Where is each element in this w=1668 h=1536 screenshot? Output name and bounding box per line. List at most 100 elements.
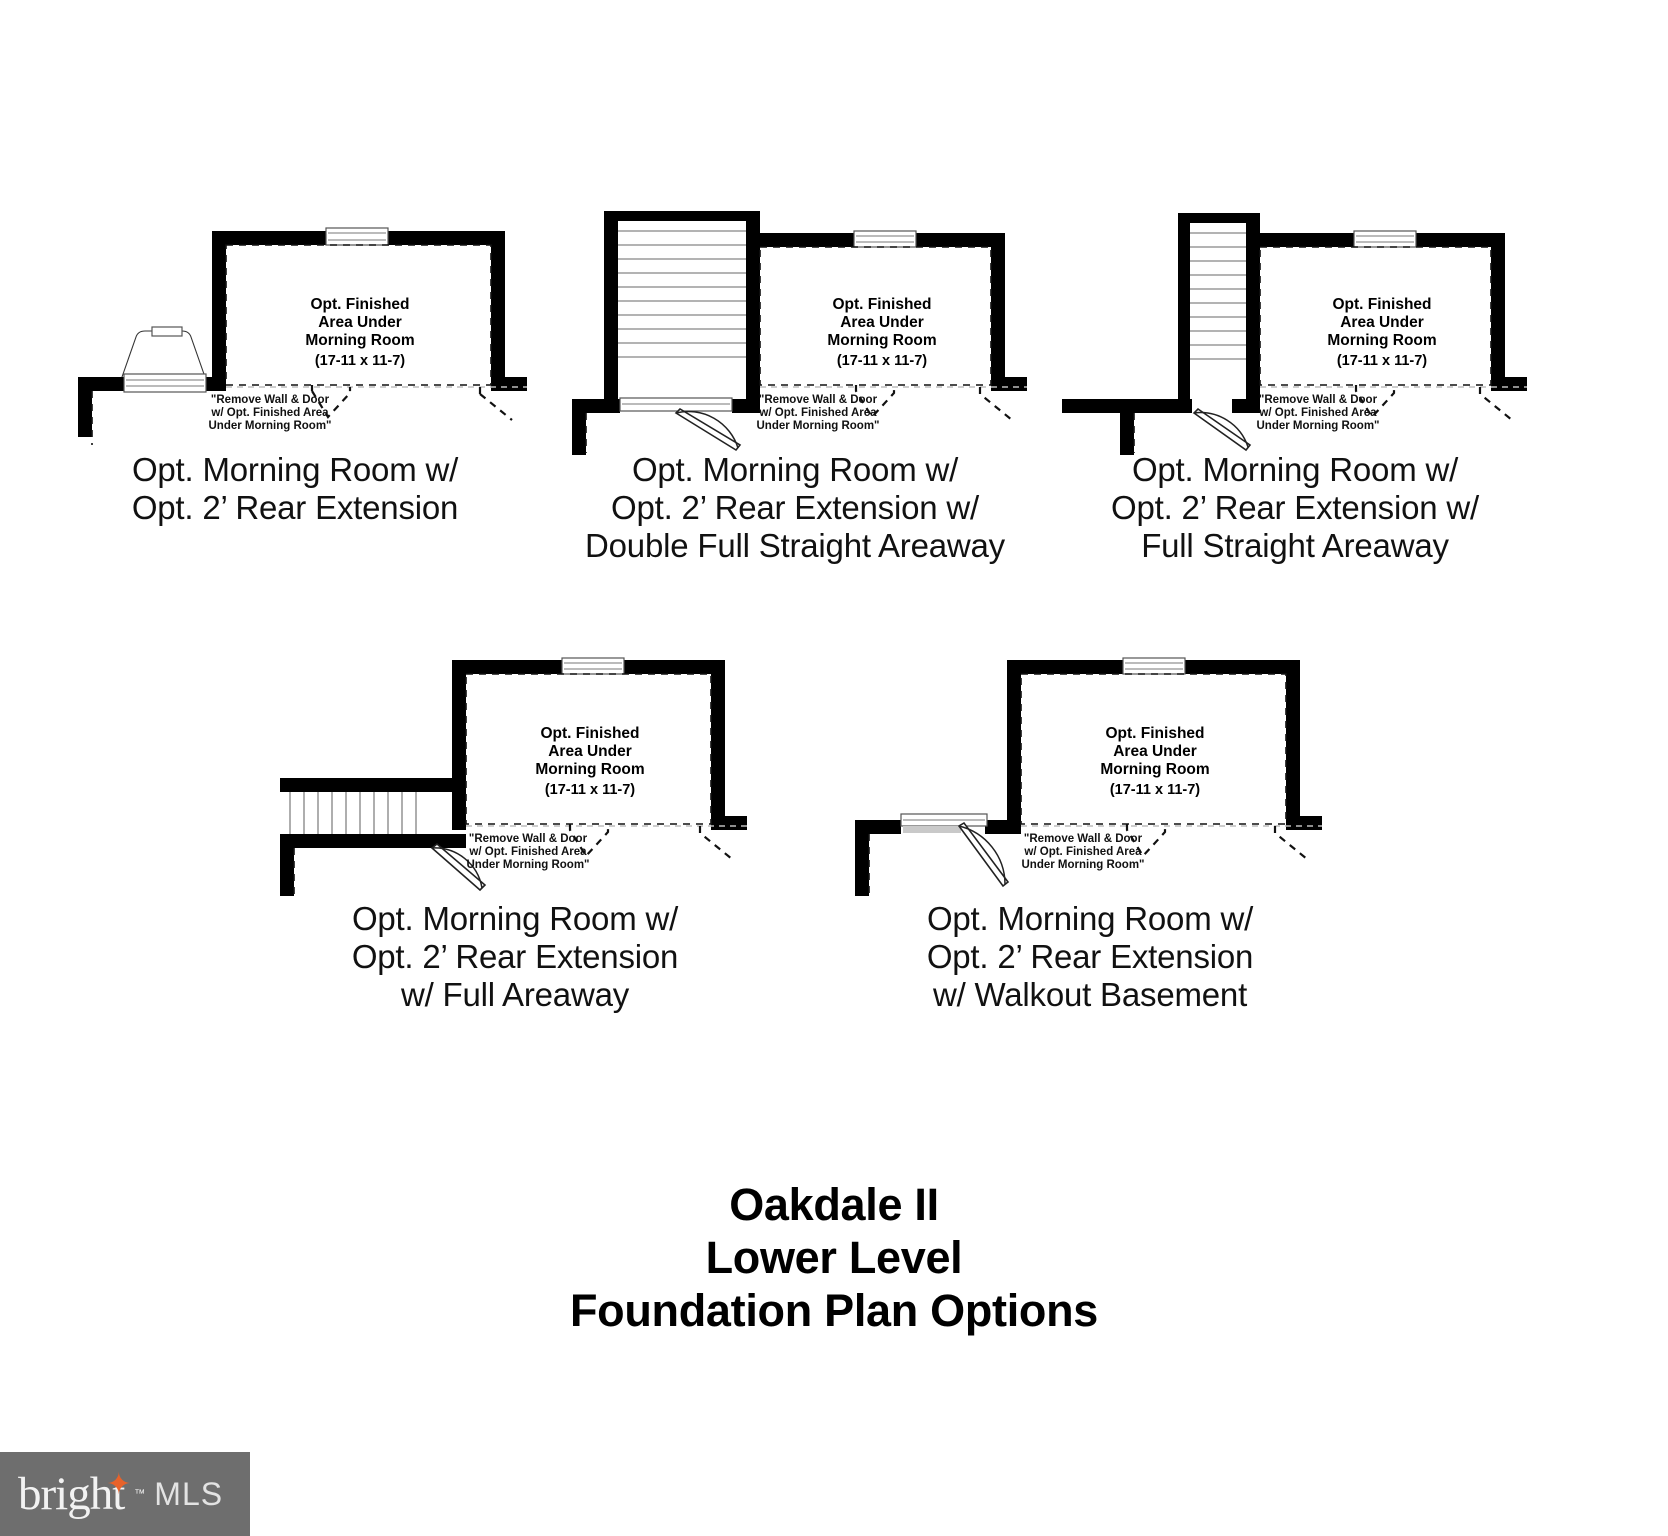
plan-card-4: Opt. Finished Area Under Morning Room (1… xyxy=(280,638,750,1018)
room-label-line3: Morning Room xyxy=(1100,761,1209,778)
removed-wall-marker-1 xyxy=(854,385,896,419)
room-dimensions: (17-11 x 11-7) xyxy=(545,782,635,798)
finished-area-outline xyxy=(465,673,712,825)
areaway-door xyxy=(619,397,742,452)
room-label-line2: Area Under xyxy=(318,314,402,331)
wall-right-jog xyxy=(1491,377,1527,391)
note-line1: "Remove Wall & Door xyxy=(211,394,330,406)
removed-wall-marker-1 xyxy=(1354,385,1396,419)
removed-wall-marker-2 xyxy=(978,387,1013,421)
finished-area-outline xyxy=(1259,246,1492,386)
note-line3: Under Morning Room" xyxy=(757,420,880,432)
title-line-1: Oakdale II xyxy=(729,1179,939,1230)
room-dimensions: (17-11 x 11-7) xyxy=(837,353,927,369)
window-top xyxy=(853,230,917,248)
plan-1-caption: Opt. Morning Room w/ Opt. 2’ Rear Extens… xyxy=(131,451,459,526)
title-line-2: Lower Level xyxy=(705,1232,963,1283)
window-top xyxy=(325,227,389,246)
room-label-line1: Opt. Finished xyxy=(1332,296,1431,313)
removed-wall-marker-2 xyxy=(698,826,733,860)
note-line2: w/ Opt. Finished Area xyxy=(210,407,329,419)
note-line3: Under Morning Room" xyxy=(1257,420,1380,432)
room-label-line1: Opt. Finished xyxy=(310,296,409,313)
areaway-wall-top xyxy=(604,211,760,221)
room-dimensions: (17-11 x 11-7) xyxy=(1110,782,1200,798)
note-line1: "Remove Wall & Door xyxy=(1259,394,1378,406)
room-label-line3: Morning Room xyxy=(827,332,936,349)
finished-area-outline xyxy=(225,244,492,386)
plan-4-drawing: Opt. Finished Area Under Morning Room (1… xyxy=(280,657,747,896)
wall-right xyxy=(711,660,725,830)
plan-card-2: Opt. Finished Area Under Morning Room (1… xyxy=(560,195,1030,564)
wall-right xyxy=(491,231,505,391)
wall-lower-left-return xyxy=(572,399,586,455)
plan-2-caption: Opt. Morning Room w/ Opt. 2’ Rear Extens… xyxy=(585,451,1005,564)
room-label-line3: Morning Room xyxy=(305,332,414,349)
wall-left-room xyxy=(212,231,226,391)
areaway-door xyxy=(430,842,487,892)
wall-left-room xyxy=(1007,660,1021,830)
wall-right-jog xyxy=(491,377,527,391)
wall-lower-stub-right xyxy=(430,834,466,848)
note-line3: Under Morning Room" xyxy=(209,420,332,432)
room-label-line2: Area Under xyxy=(548,743,632,760)
areaway-wall-right xyxy=(1246,213,1260,413)
stair-treads xyxy=(289,792,417,834)
wall-lower-left-return xyxy=(1120,399,1134,455)
room-label-line1: Opt. Finished xyxy=(540,725,639,742)
note-line1: "Remove Wall & Door xyxy=(469,833,588,845)
note-line3: Under Morning Room" xyxy=(467,859,590,871)
note-line2: w/ Opt. Finished Area xyxy=(468,846,587,858)
trademark-symbol: ™ xyxy=(134,1488,146,1500)
plan-card-1: Opt. Finished Area Under Morning Room (1… xyxy=(60,195,530,526)
areaway-wall-left xyxy=(1178,213,1190,413)
wall-right-jog xyxy=(991,377,1027,391)
room-label-line1: Opt. Finished xyxy=(1105,725,1204,742)
window-top xyxy=(561,657,625,675)
wall-lower-stub-right xyxy=(1232,399,1260,413)
finished-area-outline xyxy=(759,246,992,386)
plan-1-drawing: Opt. Finished Area Under Morning Room (1… xyxy=(78,227,527,445)
window-well xyxy=(121,326,206,378)
wall-right-jog xyxy=(1286,816,1322,830)
room-label-line1: Opt. Finished xyxy=(832,296,931,313)
wall-lower-left-return xyxy=(855,820,869,896)
areaway-wall-top xyxy=(280,778,466,792)
room-label-line2: Area Under xyxy=(1340,314,1424,331)
removed-wall-marker-2 xyxy=(1273,826,1308,860)
wall-lower-stub-right xyxy=(732,399,760,413)
plan-2-drawing: Opt. Finished Area Under Morning Room (1… xyxy=(572,211,1027,455)
note-line2: w/ Opt. Finished Area xyxy=(1023,846,1142,858)
wall-right xyxy=(1491,233,1505,391)
sheet-title-block: Oakdale II Lower Level Foundation Plan O… xyxy=(0,1178,1668,1337)
stair-treads xyxy=(618,230,746,358)
removed-wall-marker-1 xyxy=(1125,824,1167,858)
removed-wall-marker-1 xyxy=(310,385,352,419)
plan-3-drawing: Opt. Finished Area Under Morning Room (1… xyxy=(1062,213,1527,455)
removed-wall-marker-2 xyxy=(1478,387,1513,421)
bright-mls-watermark: bright ✦ ™ MLS xyxy=(0,1452,250,1536)
window-top xyxy=(1353,230,1417,248)
removed-wall-marker-2 xyxy=(478,387,513,421)
room-label-line2: Area Under xyxy=(840,314,924,331)
bright-wordmark: bright ✦ xyxy=(18,1469,131,1518)
plan-5-caption: Opt. Morning Room w/ Opt. 2’ Rear Extens… xyxy=(926,900,1254,1013)
areaway-wall-left xyxy=(604,211,618,413)
mls-text: MLS xyxy=(154,1476,224,1512)
room-dimensions: (17-11 x 11-7) xyxy=(1337,353,1427,369)
areaway-door xyxy=(1192,407,1252,452)
finished-area-outline xyxy=(1020,673,1287,825)
window-lower-left xyxy=(123,373,207,393)
note-line1: "Remove Wall & Door xyxy=(1024,833,1143,845)
room-dimensions: (17-11 x 11-7) xyxy=(315,353,405,369)
room-label-line2: Area Under xyxy=(1113,743,1197,760)
wall-right-jog xyxy=(711,816,747,830)
walkout-sliding-door xyxy=(900,813,1010,888)
areaway-wall-top xyxy=(1178,213,1260,223)
window-top xyxy=(1122,657,1186,675)
plan-3-caption: Opt. Morning Room w/ Opt. 2’ Rear Extens… xyxy=(1111,451,1479,564)
wall-right xyxy=(991,233,1005,391)
removed-wall-marker-1 xyxy=(568,824,610,858)
stair-treads xyxy=(1190,232,1246,360)
